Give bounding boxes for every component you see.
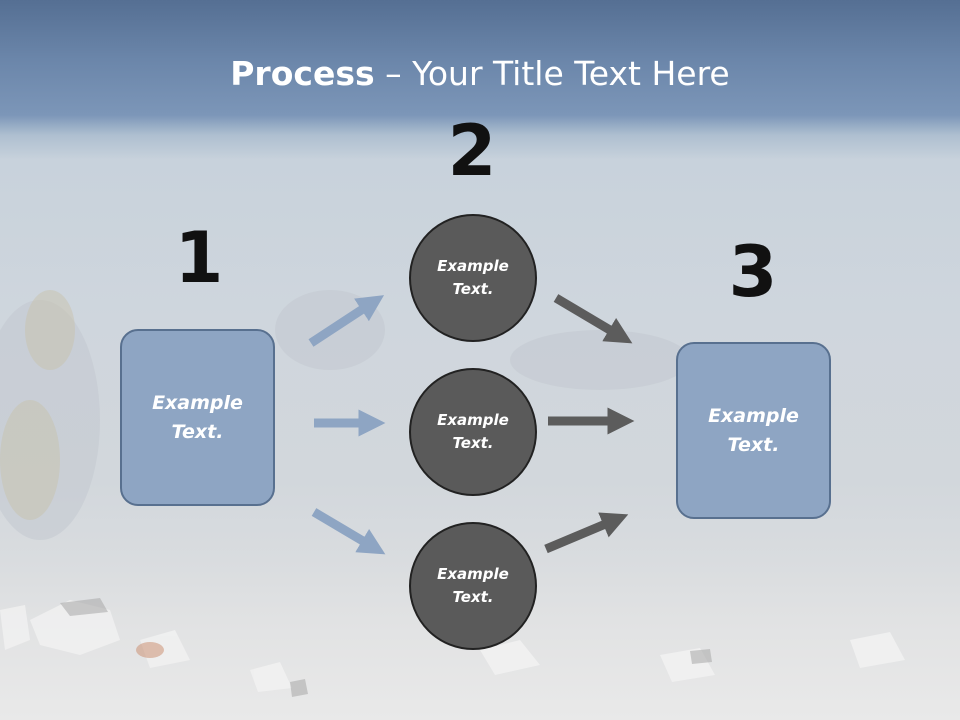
- step-2-circle-top: Example Text.: [409, 214, 537, 342]
- step-1-text: Example Text.: [152, 391, 243, 443]
- arrow-down-right-right: [553, 294, 633, 344]
- circle-bottom-text: Example Text.: [437, 565, 509, 606]
- circle-middle-text: Example Text.: [437, 411, 509, 452]
- step-number-2: 2: [447, 110, 497, 192]
- arrow-up-right-left: [308, 295, 385, 347]
- step-1-box: Example Text.: [120, 329, 275, 506]
- slide-title: Process – Your Title Text Here: [0, 52, 960, 96]
- title-bold: Process: [230, 54, 375, 93]
- step-3-text: Example Text.: [708, 404, 799, 456]
- step-number-1: 1: [174, 217, 224, 299]
- step-number-3: 3: [728, 231, 778, 313]
- circle-top-text: Example Text.: [437, 257, 509, 298]
- arrow-up-right-right: [544, 512, 629, 554]
- step-2-circle-bottom: Example Text.: [409, 522, 537, 650]
- title-rest: – Your Title Text Here: [374, 54, 730, 93]
- step-3-box: Example Text.: [676, 342, 831, 519]
- step-2-circle-middle: Example Text.: [409, 368, 537, 496]
- arrow-down-right-left: [311, 508, 386, 555]
